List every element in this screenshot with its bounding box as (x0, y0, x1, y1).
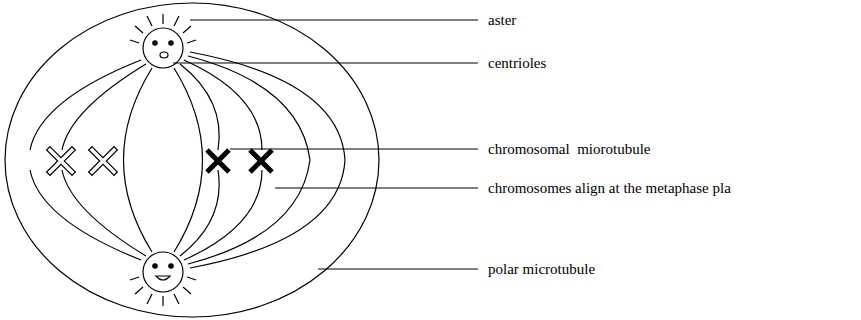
spindle-fibers (30, 52, 345, 268)
part-label: centrioles (486, 55, 548, 72)
centriole-bottom (143, 252, 183, 292)
part-label: chromosomal miorotubule (486, 141, 652, 158)
centriole-top (143, 28, 183, 68)
part-label: polar microtubule (486, 261, 597, 278)
chromosome-black (207, 150, 272, 172)
cell-outline (5, 3, 379, 317)
part-label: chromosomes align at the metaphase pla (486, 180, 733, 197)
part-label: aster (486, 12, 518, 29)
aster-rays (130, 14, 196, 306)
leader-lines (173, 20, 478, 269)
chromosome-white (50, 150, 114, 172)
